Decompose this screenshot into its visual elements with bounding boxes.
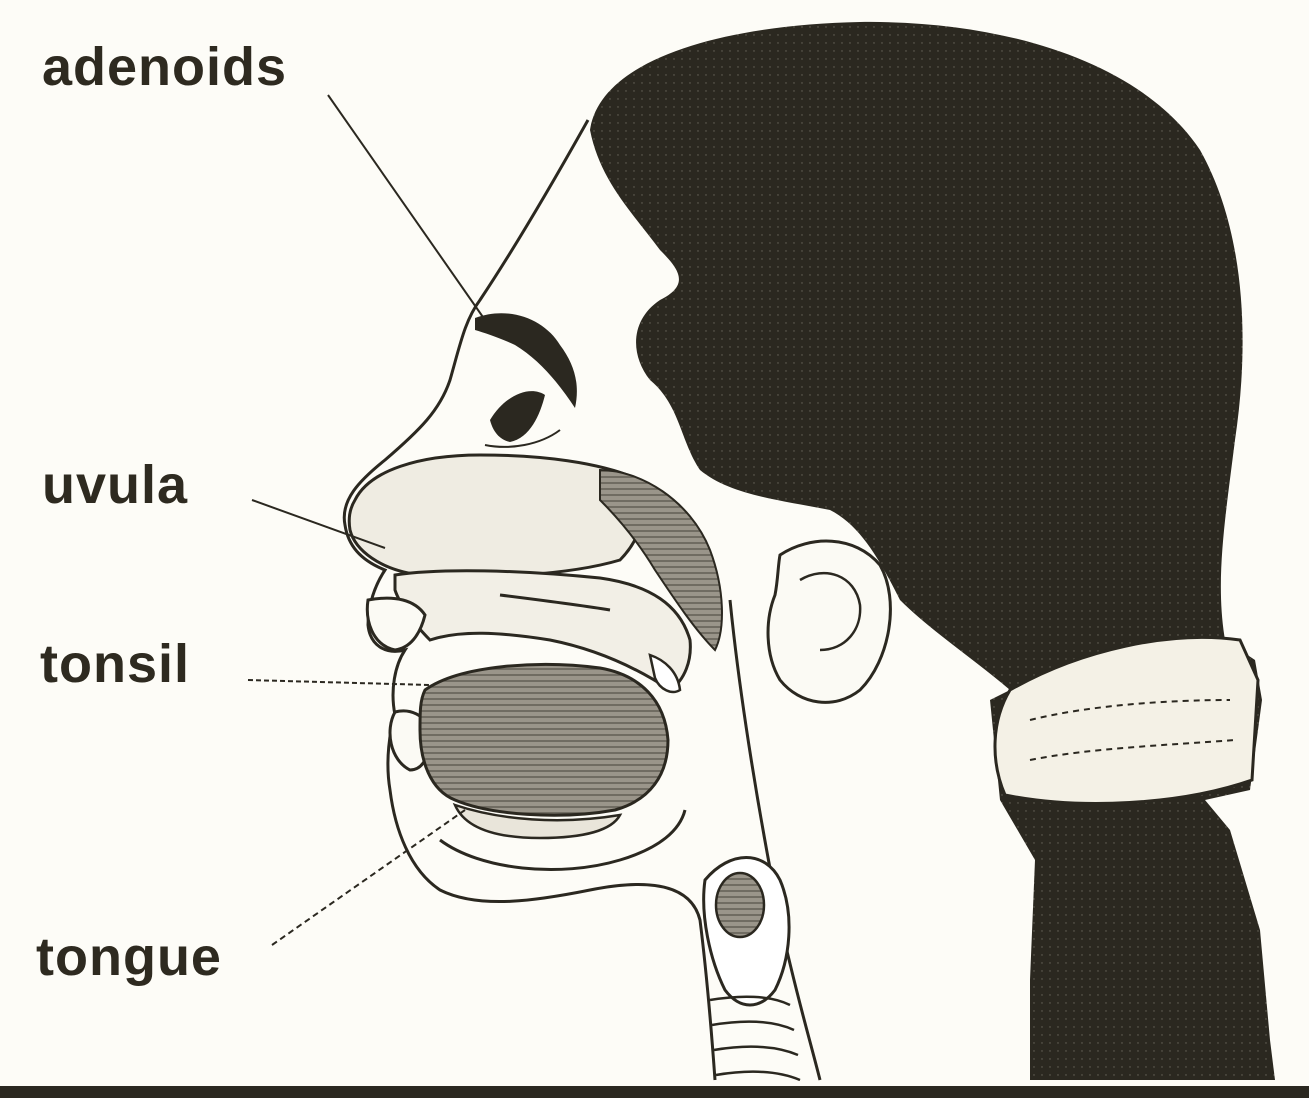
ear [768,541,890,702]
leader-line-tongue [272,810,465,945]
thyroid-cartilage [716,873,764,937]
label-adenoids: adenoids [42,40,287,94]
tongue-shape [420,664,668,815]
label-tonsil: tonsil [40,637,190,691]
bottom-rule [0,1086,1309,1098]
leader-line-adenoids [328,95,485,320]
trachea [710,997,800,1080]
eye [490,391,545,442]
leader-line-tonsil [248,680,430,685]
label-tongue: tongue [36,930,222,984]
label-uvula: uvula [42,458,188,512]
